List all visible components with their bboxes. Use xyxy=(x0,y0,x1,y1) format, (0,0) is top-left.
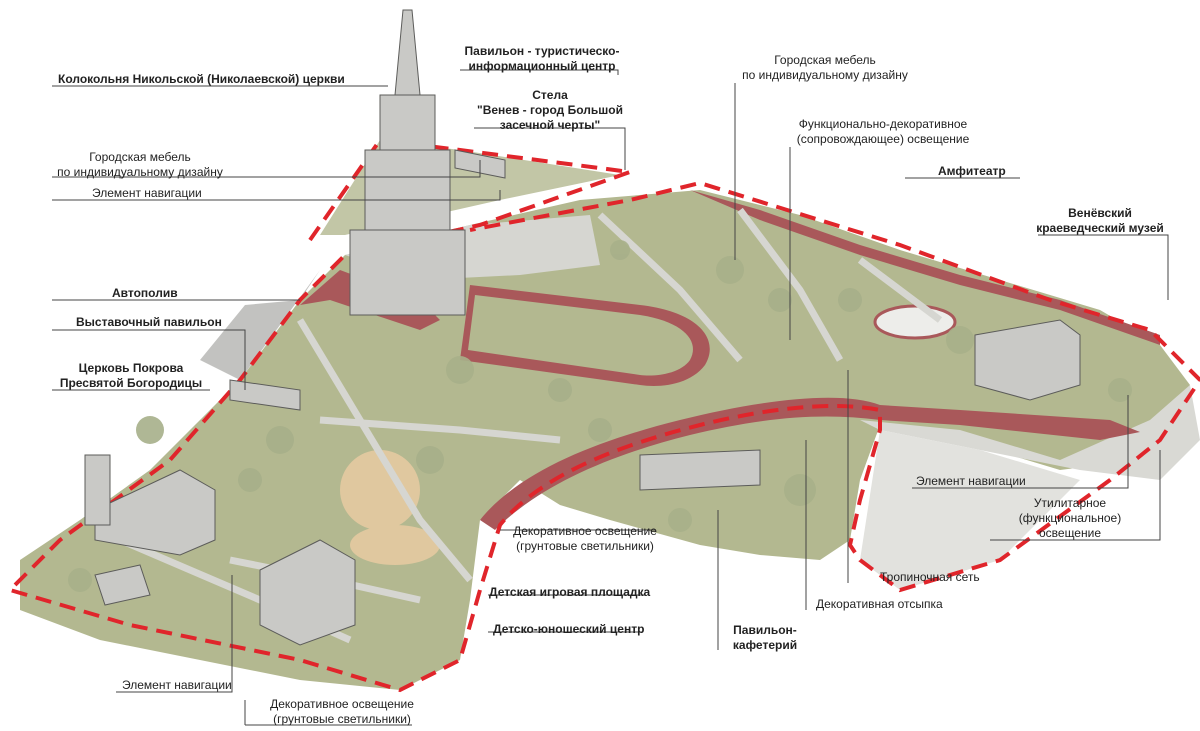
trees xyxy=(68,240,1132,592)
buildings xyxy=(84,9,1081,646)
label-church: Церковь Покрова Пресвятой Богородицы xyxy=(56,361,206,391)
museum xyxy=(974,319,1081,401)
label-furniture-left-line1: Городская мебель xyxy=(89,150,191,164)
label-youth-center: Детско-юношеский центр xyxy=(493,622,645,636)
label-cafe-pavilion: Павильон- кафетерий xyxy=(720,623,810,653)
paving-right-strip xyxy=(860,385,1200,480)
label-deco-lighting-mid-line2: (грунтовые светильники) xyxy=(516,539,654,553)
playground-sand-1 xyxy=(340,450,420,530)
label-utilitarian-lighting: Утилитарное (функциональное) освещение xyxy=(1000,496,1140,541)
label-functional-lighting-line2: (сопровождающее) освещение xyxy=(796,132,970,146)
label-stela-line2: "Венев - город Большой xyxy=(477,103,623,117)
label-playground: Детская игровая площадка xyxy=(489,585,651,599)
label-cafe-pavilion-line1: Павильон- xyxy=(733,623,797,637)
leader-lines xyxy=(52,69,1169,726)
label-nav-bottom: Элемент навигации xyxy=(122,678,232,692)
label-museum-line1: Венёвский xyxy=(1068,206,1132,220)
label-nav-right: Элемент навигации xyxy=(916,474,1026,488)
label-decorative-fill: Декоративная отсыпка xyxy=(816,597,943,611)
label-furniture-left: Городская мебель по индивидуальному диза… xyxy=(50,150,230,180)
label-utilitarian-lighting-line3: освещение xyxy=(1038,526,1101,540)
label-functional-lighting-line1: Функционально-декоративное xyxy=(798,117,968,131)
exhibition-pavilion xyxy=(229,379,301,411)
label-deco-lighting-mid: Декоративное освещение (грунтовые светил… xyxy=(505,524,665,554)
label-amphitheater: Амфитеатр xyxy=(938,164,1006,178)
label-path-network: Тропиночная сеть xyxy=(880,570,980,584)
central-oval-inner xyxy=(468,295,693,376)
label-stela: Стела "Венев - город Большой засечной че… xyxy=(470,88,630,133)
label-furniture-right: Городская мебель по индивидуальному диза… xyxy=(740,53,910,83)
label-utilitarian-lighting-line1: Утилитарное xyxy=(1033,496,1107,510)
label-cafe-pavilion-line2: кафетерий xyxy=(732,638,798,652)
label-exhibition-pavilion: Выставочный павильон xyxy=(76,315,222,329)
brick-path-top xyxy=(690,190,1160,345)
label-tourist-pavilion: Павильон - туристическо- информационный … xyxy=(462,44,622,74)
paving-bottom-right xyxy=(860,430,1080,590)
label-church-line2: Пресвятой Богородицы xyxy=(59,376,203,390)
label-functional-lighting: Функционально-декоративное (сопровождающ… xyxy=(793,117,973,147)
label-stela-line3: засечной черты" xyxy=(499,118,601,132)
label-bell-tower: Колокольня Никольской (Николаевской) цер… xyxy=(58,72,345,86)
playground-sand-2 xyxy=(350,525,440,565)
amphitheater-shape xyxy=(873,304,957,340)
site-boundary xyxy=(6,137,1200,693)
bell-tower-base xyxy=(349,229,466,316)
label-furniture-left-line2: по индивидуальному дизайну xyxy=(57,165,223,179)
label-church-line1: Церковь Покрова xyxy=(78,361,184,375)
label-tourist-pavilion-line2: информационный центр xyxy=(468,59,616,73)
label-museum: Венёвский краеведческий музей xyxy=(1030,206,1170,236)
label-deco-lighting-bottom-line2: (грунтовые светильники) xyxy=(273,712,411,726)
label-utilitarian-lighting-line2: (функциональное) xyxy=(1018,511,1122,525)
label-stela-line1: Стела xyxy=(532,88,568,102)
label-nav-left-top: Элемент навигации xyxy=(92,186,202,200)
label-furniture-right-line1: Городская мебель xyxy=(774,53,876,67)
label-deco-lighting-bottom: Декоративное освещение (грунтовые светил… xyxy=(262,697,422,727)
label-furniture-right-line2: по индивидуальному дизайну xyxy=(742,68,908,82)
youth-center xyxy=(259,539,356,646)
brick-path-curve xyxy=(480,397,1140,530)
cafe-pavilion xyxy=(639,449,761,491)
label-autowatering: Автополив xyxy=(112,286,178,300)
label-deco-lighting-mid-line1: Декоративное освещение xyxy=(513,524,657,538)
label-deco-lighting-bottom-line1: Декоративное освещение xyxy=(270,697,414,711)
label-tourist-pavilion-line1: Павильон - туристическо- xyxy=(464,44,620,58)
terrain-left xyxy=(200,270,320,380)
label-museum-line2: краеведческий музей xyxy=(1036,221,1164,235)
church xyxy=(94,469,216,556)
